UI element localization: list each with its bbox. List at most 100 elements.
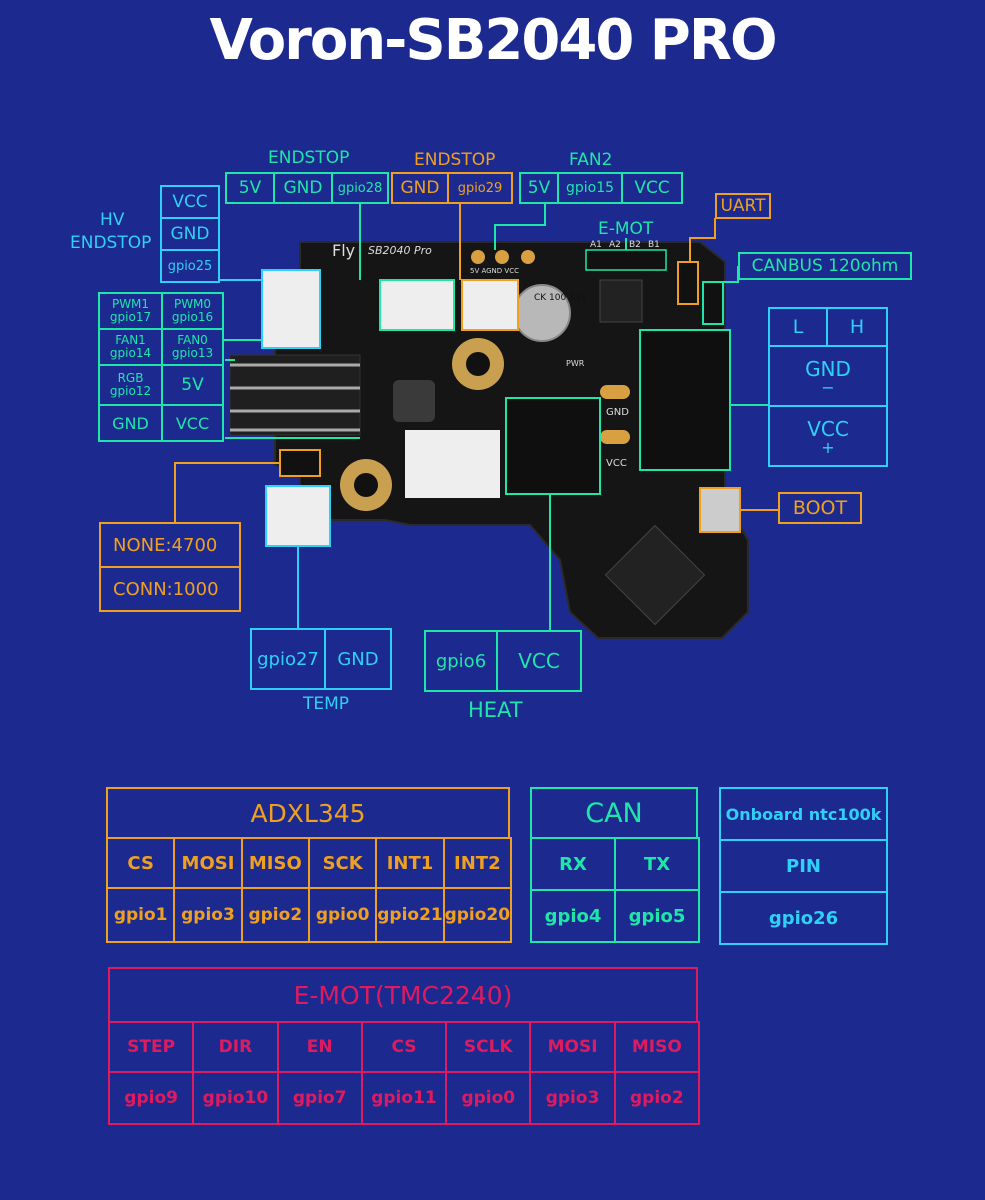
fan-pin: RGB gpio12 bbox=[98, 364, 163, 406]
endstop-top-pin: 5V bbox=[225, 172, 275, 204]
emot-title: E-MOT(TMC2240) bbox=[108, 967, 698, 1023]
adxl-value-cell: gpio3 bbox=[173, 887, 243, 943]
emot-pin: B1 bbox=[648, 240, 660, 250]
emot-header-cell: MISO bbox=[613, 1021, 700, 1073]
ntc-title: Onboard ntc100k bbox=[719, 787, 888, 841]
power-vcc-sign: + bbox=[821, 438, 835, 457]
canbus-label: CANBUS 120ohm bbox=[738, 252, 912, 280]
emot-header-cell: DIR bbox=[192, 1021, 279, 1073]
board-model: SB2040 Pro bbox=[368, 244, 432, 257]
hv-endstop-pin: GND bbox=[160, 217, 220, 251]
endstop-top-pin: GND bbox=[273, 172, 333, 204]
power-l: L bbox=[768, 307, 828, 347]
fan-pin: 5V bbox=[161, 364, 224, 406]
emot-value-cell: gpio9 bbox=[108, 1071, 195, 1125]
board-pwr: PWR bbox=[566, 359, 585, 368]
uart-label: UART bbox=[715, 193, 771, 219]
emot-header-cell: SCLK bbox=[445, 1021, 532, 1073]
power-vcc-label: VCC bbox=[807, 417, 849, 441]
can-header-cell: RX bbox=[530, 837, 616, 891]
endstop-mid-pin: GND bbox=[391, 172, 449, 204]
emot-header-cell: STEP bbox=[108, 1021, 195, 1073]
fan-pin: PWM1 gpio17 bbox=[98, 292, 163, 330]
emot-value-cell: gpio10 bbox=[192, 1071, 279, 1125]
page-title: Voron-SB2040 PRO bbox=[209, 8, 777, 73]
fan-pin: FAN0 gpio13 bbox=[161, 328, 224, 366]
board-brand: Fly bbox=[332, 241, 355, 260]
fan-pin: VCC bbox=[161, 404, 224, 442]
leader-lines bbox=[174, 204, 778, 630]
endstop-top-pin: gpio28 bbox=[331, 172, 389, 204]
power-gnd-label: GND bbox=[805, 357, 851, 381]
fan2-pin: gpio15 bbox=[557, 172, 623, 204]
can-value-cell: gpio5 bbox=[614, 889, 700, 943]
power-h: H bbox=[826, 307, 888, 347]
heat-pin: gpio6 bbox=[424, 630, 498, 692]
thermistor-conn: CONN:1000 bbox=[99, 566, 241, 612]
adxl-value-cell: gpio1 bbox=[106, 887, 176, 943]
adxl-header-cell: SCK bbox=[308, 837, 378, 889]
heat-title: HEAT bbox=[468, 698, 523, 722]
adxl-header-cell: INT2 bbox=[442, 837, 512, 889]
emot-header-cell: MOSI bbox=[529, 1021, 616, 1073]
emot-pin: A2 bbox=[609, 240, 621, 250]
board-gnd: GND bbox=[606, 407, 629, 418]
emot-value-cell: gpio0 bbox=[445, 1071, 532, 1125]
adxl-title: ADXL345 bbox=[106, 787, 510, 839]
power-gnd: GND − bbox=[768, 345, 888, 407]
endstop-mid-pin: gpio29 bbox=[447, 172, 513, 204]
temp-pin: gpio27 bbox=[250, 628, 326, 690]
emot-header-cell: CS bbox=[360, 1021, 448, 1073]
emot-header-cell: EN bbox=[276, 1021, 363, 1073]
emot-value-cell: gpio2 bbox=[613, 1071, 700, 1125]
emot-value-cell: gpio7 bbox=[276, 1071, 363, 1125]
fan2-pin: 5V bbox=[519, 172, 559, 204]
capacitor-label: CK 100 35V bbox=[534, 293, 588, 303]
temp-title: TEMP bbox=[303, 694, 350, 714]
hv-endstop-pin: gpio25 bbox=[160, 249, 220, 283]
power-vcc: VCC + bbox=[768, 405, 888, 467]
adxl-header-cell: MISO bbox=[240, 837, 310, 889]
fan-pin: FAN1 gpio14 bbox=[98, 328, 163, 366]
adxl-value-cell: gpio20 bbox=[442, 887, 512, 943]
hv-endstop-title: HV bbox=[100, 210, 125, 230]
adxl-header-cell: MOSI bbox=[173, 837, 243, 889]
adxl-header-cell: INT1 bbox=[375, 837, 445, 889]
adxl-value-cell: gpio2 bbox=[240, 887, 310, 943]
fan2-title: FAN2 bbox=[569, 150, 613, 170]
endstop-top-title: ENDSTOP bbox=[268, 148, 350, 168]
ntc-header: PIN bbox=[719, 839, 888, 893]
boot-label: BOOT bbox=[778, 492, 862, 524]
can-title: CAN bbox=[530, 787, 698, 839]
can-header-cell: TX bbox=[614, 837, 700, 891]
temp-pin: GND bbox=[324, 628, 392, 690]
heat-pin: VCC bbox=[496, 630, 582, 692]
board-fan-pads: 5V AGND VCC bbox=[470, 267, 519, 275]
can-value-cell: gpio4 bbox=[530, 889, 616, 943]
endstop-mid-title: ENDSTOP bbox=[414, 150, 496, 170]
emot-pin: B2 bbox=[629, 240, 641, 250]
adxl-header-cell: CS bbox=[106, 837, 176, 889]
emot-value-cell: gpio11 bbox=[360, 1071, 448, 1125]
emot-label: E-MOT bbox=[598, 219, 654, 239]
ntc-value: gpio26 bbox=[719, 891, 888, 945]
emot-value-cell: gpio3 bbox=[529, 1071, 616, 1125]
hv-endstop-title: ENDSTOP bbox=[70, 233, 152, 253]
fan-pin: PWM0 gpio16 bbox=[161, 292, 224, 330]
fan2-pin: VCC bbox=[621, 172, 683, 204]
hv-endstop-pin: VCC bbox=[160, 185, 220, 219]
adxl-value-cell: gpio21 bbox=[375, 887, 445, 943]
board-vcc: VCC bbox=[606, 458, 627, 469]
adxl-value-cell: gpio0 bbox=[308, 887, 378, 943]
fan-pin: GND bbox=[98, 404, 163, 442]
power-gnd-sign: − bbox=[821, 378, 835, 397]
thermistor-none: NONE:4700 bbox=[99, 522, 241, 568]
emot-pin: A1 bbox=[590, 240, 602, 250]
board-illustration: Fly SB2040 Pro CK 100 35V GND VCC PWR 5V… bbox=[229, 241, 749, 639]
